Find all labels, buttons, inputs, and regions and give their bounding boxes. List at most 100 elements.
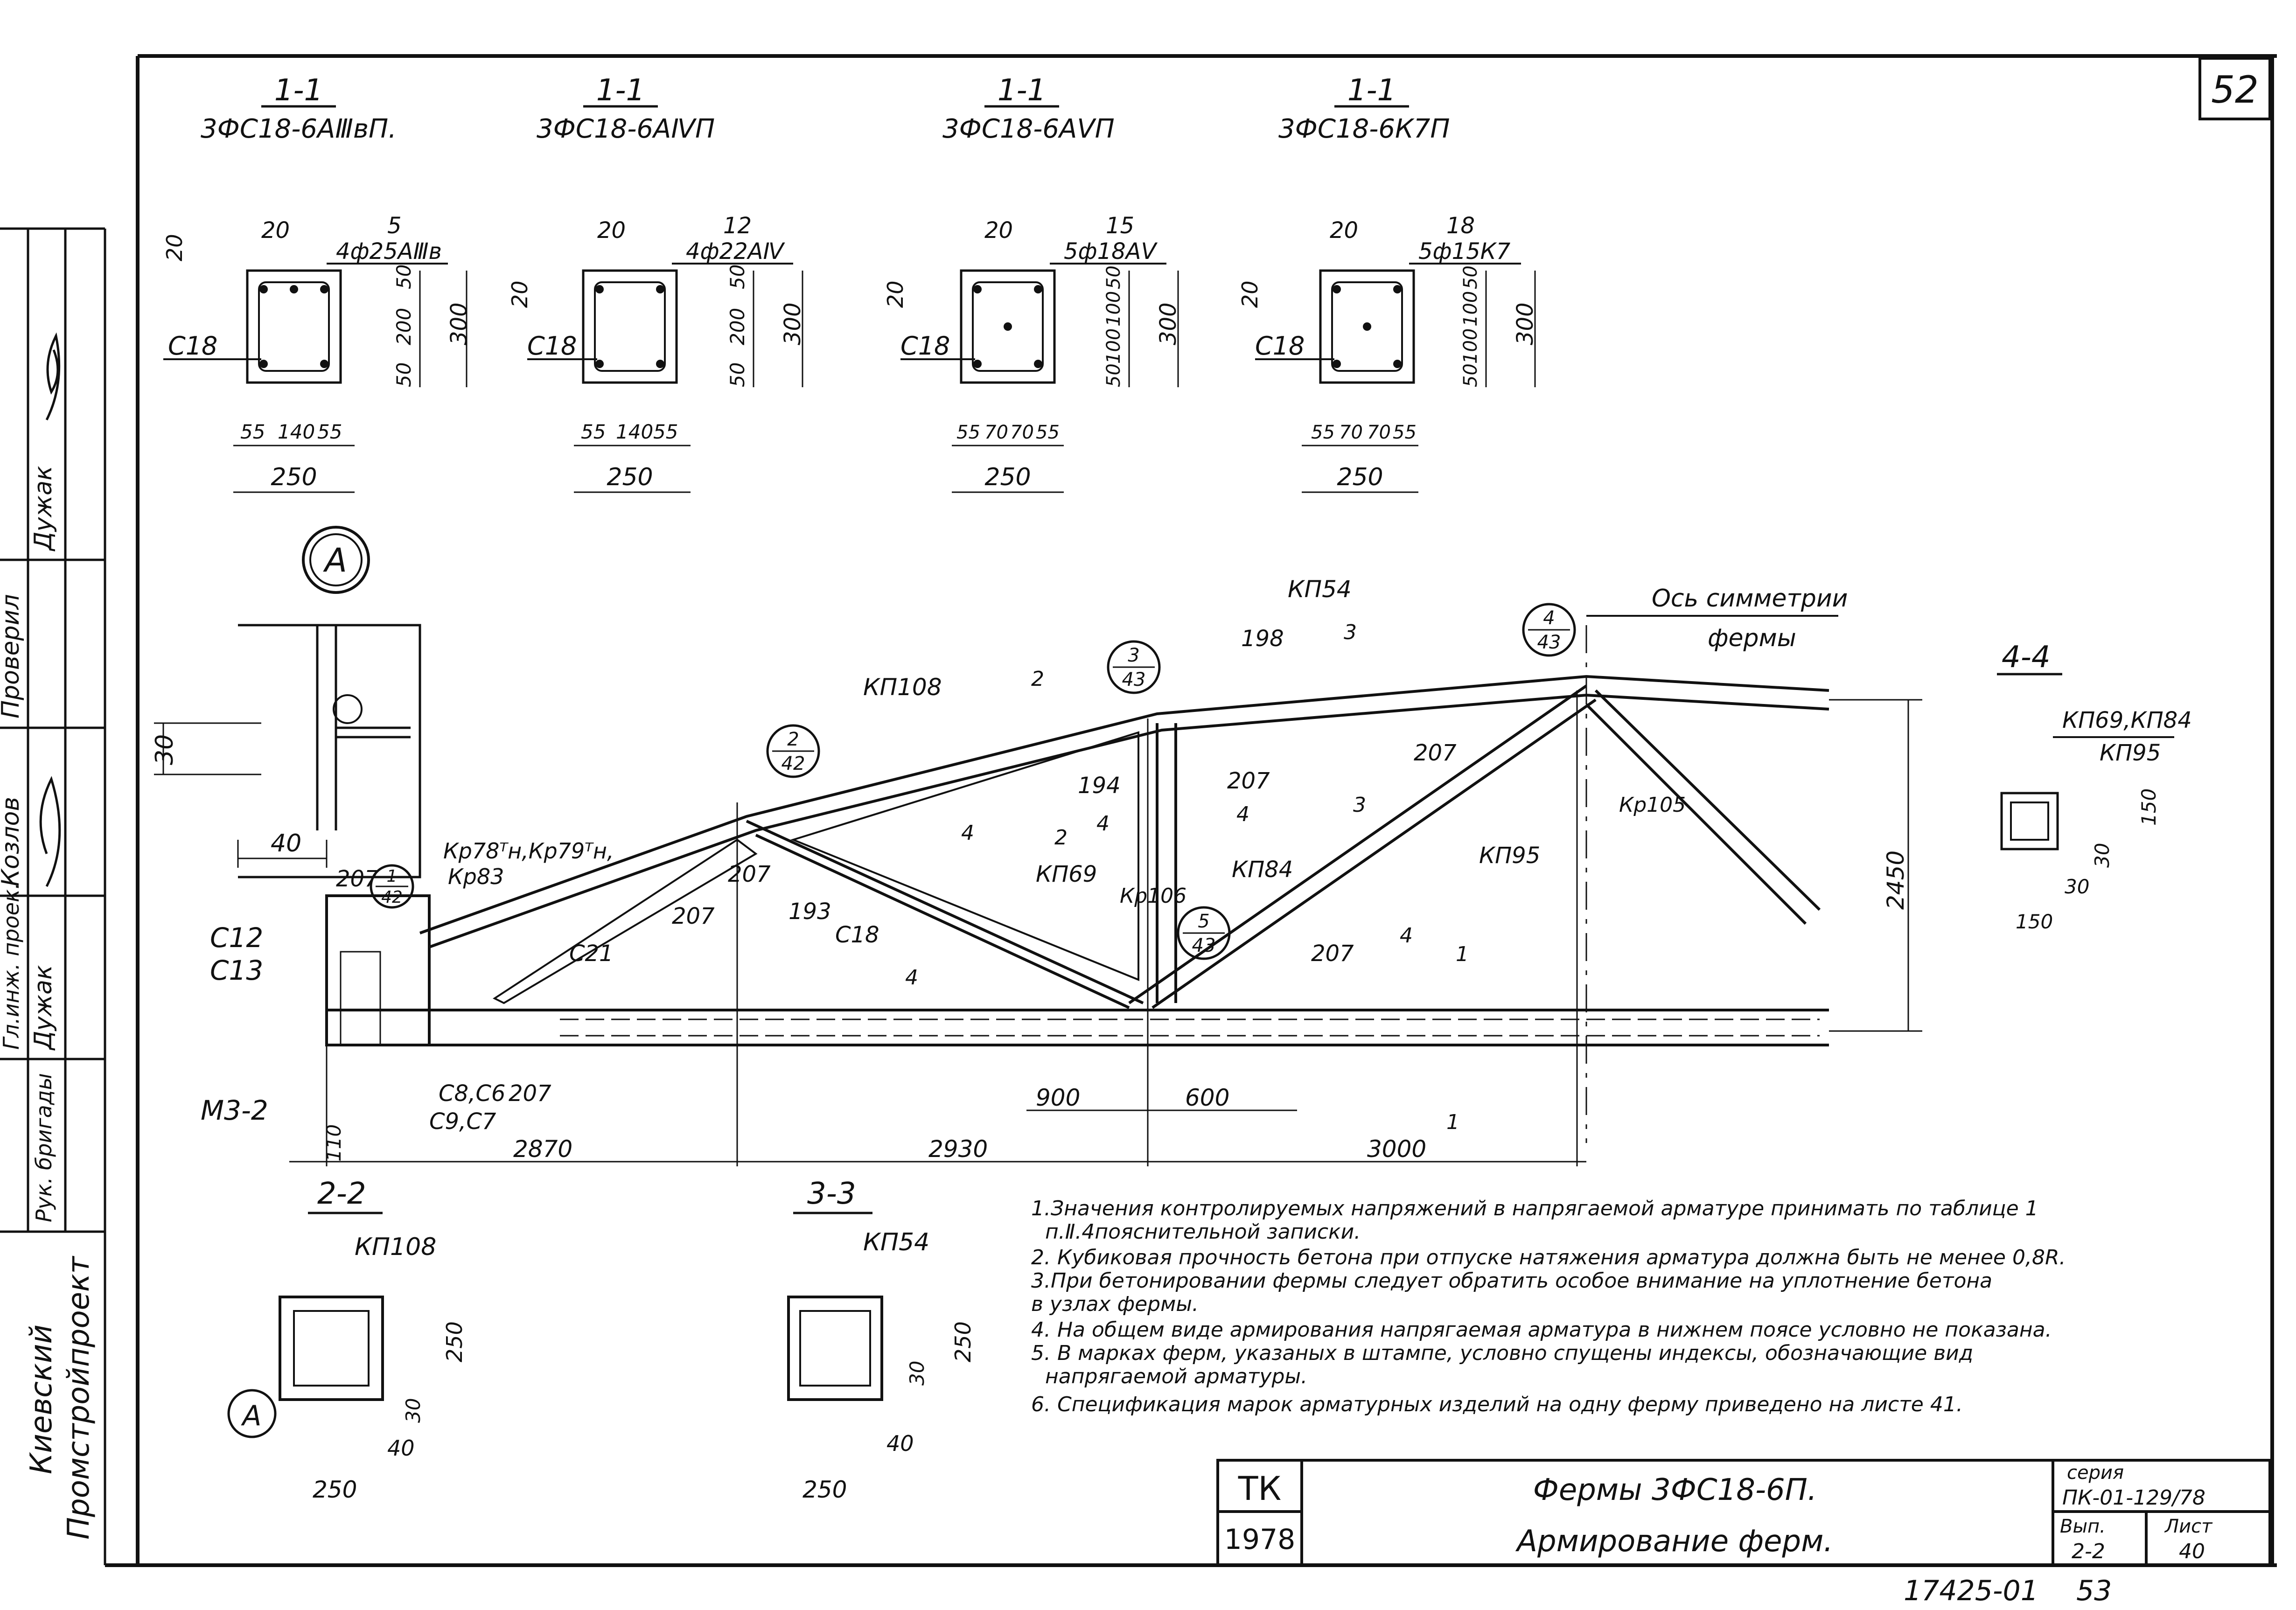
note-line: 3.При бетонировании фермы следует обрати…	[1031, 1269, 1992, 1293]
note-line: 1.Значения контролируемых напряжений в н…	[1031, 1197, 2038, 1220]
right-dim: 100	[1460, 328, 1481, 364]
cut-marks: 2 2 3 3 4 4 4 4 1 1 4	[905, 620, 1469, 1134]
width-dim: 250	[607, 463, 653, 491]
cut-mark: 4	[961, 821, 974, 845]
marker-bottom: 42	[381, 888, 403, 907]
bottom-dim: 55	[317, 420, 342, 443]
section-33-title: 3-3	[807, 1177, 856, 1211]
detail-a-label: А	[323, 541, 347, 579]
series-value: ПК-01-129/78	[2062, 1486, 2205, 1510]
symmetry-axis-label-2: фермы	[1708, 624, 1796, 652]
marker-top: 4	[1543, 607, 1555, 629]
label-c9c7: С9,С7	[429, 1108, 496, 1135]
section-33-dim: 40	[886, 1431, 914, 1456]
right-dim: 50	[726, 265, 749, 289]
title-org: ТК	[1238, 1470, 1281, 1508]
node-marker-2: 2 42	[766, 724, 820, 778]
detail-a-dim-width: 40	[271, 829, 301, 857]
bottom-page: 53	[2076, 1575, 2112, 1607]
label-kp106: Кр106	[1120, 884, 1186, 908]
label-kp54: КП54	[1288, 576, 1352, 603]
truss-geometry	[289, 625, 1922, 1166]
label-m3-2: М3-2	[201, 1094, 268, 1126]
section-44-dim: 150	[2016, 910, 2053, 933]
sheet-number: 52	[2211, 68, 2259, 112]
right-dim: 50	[392, 265, 415, 289]
bottom-dim: 55	[653, 420, 678, 443]
section-44-dim: 30	[2091, 843, 2114, 868]
right-dim: 200	[392, 308, 415, 345]
note-line: в узлах фермы.	[1031, 1292, 1199, 1316]
bottom-dim: 70	[1339, 422, 1363, 443]
label-207-f: 207	[509, 1080, 551, 1107]
label-c13: С13	[210, 955, 263, 986]
bottom-dim: 55	[240, 420, 265, 443]
bottom-dim: 55	[956, 422, 980, 443]
section-mark: 3ФС18-6AⅤП	[942, 114, 1115, 144]
label-207-d: 207	[1311, 941, 1354, 967]
section-44-mark-1: КП69,КП84	[2062, 707, 2192, 733]
issue-value: 2-2	[2072, 1540, 2105, 1563]
title-year: 1978	[1224, 1523, 1296, 1556]
stamp-name-1: Дужак	[29, 965, 57, 1051]
section-22-label: А	[240, 1400, 261, 1432]
cut-mark: 4	[1096, 812, 1110, 836]
left-dim: 20	[507, 280, 532, 308]
signature-2	[39, 776, 61, 887]
marker-top: 2	[787, 729, 799, 750]
sheet-frame	[105, 54, 2277, 1567]
label-kp105: Кр105	[1619, 793, 1686, 817]
title-subtitle: Армирование ферм.	[1515, 1524, 1833, 1559]
cut-mark: 1	[1456, 942, 1469, 966]
right-dim: 100	[1103, 291, 1124, 327]
left-dim: 20	[1237, 280, 1263, 308]
section-33-dim: 250	[803, 1476, 847, 1503]
section-2-2: 2-2 КП108 250 30 40 250 А	[227, 1177, 467, 1503]
cut-mark: 3	[1344, 620, 1357, 644]
left-dim: 20	[883, 280, 908, 308]
section-44-dim: 30	[2065, 875, 2089, 898]
cut-mark: 2	[1054, 826, 1068, 850]
truss-labels: КП54 КП108 198 194 207 207 207 207 207 К…	[201, 576, 1686, 1135]
label-c18: С18	[835, 922, 879, 948]
marker-bottom: 43	[1122, 669, 1146, 690]
label-c8c6: С8,С6	[439, 1080, 505, 1107]
dim-900: 900	[1036, 1084, 1080, 1111]
width-dim: 250	[1337, 463, 1383, 491]
stamp-role-2: Гл.инж. проек.	[0, 883, 24, 1050]
stamp-role-1: Рук. бригады	[31, 1073, 56, 1222]
section-title: 1-1	[596, 73, 645, 108]
right-dim: 50	[1103, 265, 1124, 289]
width-dim: 250	[984, 463, 1031, 491]
cut-mark: 3	[1353, 793, 1366, 817]
note-line: 5. В марках ферм, указаных в штампе, усл…	[1031, 1341, 1973, 1365]
callout-bar: 4ф25AⅢв	[336, 238, 442, 265]
cut-mark: 2	[1031, 667, 1044, 691]
section-title: 1-1	[998, 73, 1047, 108]
title-name: Фермы 3ФС18-6П.	[1533, 1473, 1817, 1507]
dim-height: 2450	[1882, 850, 1909, 910]
bottom-dim: 140	[278, 420, 315, 443]
left-dim: 20	[162, 234, 187, 261]
stamp-name-3: Дужак	[29, 466, 57, 551]
stirrup-label: С18	[168, 331, 217, 361]
bottom-dim: 55	[1036, 422, 1060, 443]
stamp-name-2: Козлов	[0, 797, 25, 886]
cut-mark: 4	[1400, 924, 1413, 948]
issue-label: Вып.	[2060, 1516, 2106, 1537]
section-44-dim: 150	[2137, 788, 2160, 826]
section-title: 1-1	[1347, 73, 1396, 108]
stirrup-label: С18	[1255, 331, 1305, 361]
marker-bottom: 42	[782, 753, 805, 774]
label-kr78: Кр78ᵀн,Кр79ᵀн,	[443, 838, 614, 864]
right-dim: 50	[1460, 265, 1481, 289]
section-33-dim: 30	[906, 1361, 928, 1386]
section-44-mark-2: КП95	[2100, 740, 2161, 766]
marker-top: 3	[1128, 645, 1139, 666]
bottom-dim: 55	[581, 420, 606, 443]
dim-3000: 3000	[1367, 1136, 1426, 1163]
symmetry-axis-label: Ось симметрии	[1652, 585, 1848, 613]
section-22-dim: 250	[313, 1476, 357, 1503]
right-dim: 50	[726, 362, 749, 387]
label-kp95: КП95	[1479, 843, 1540, 869]
